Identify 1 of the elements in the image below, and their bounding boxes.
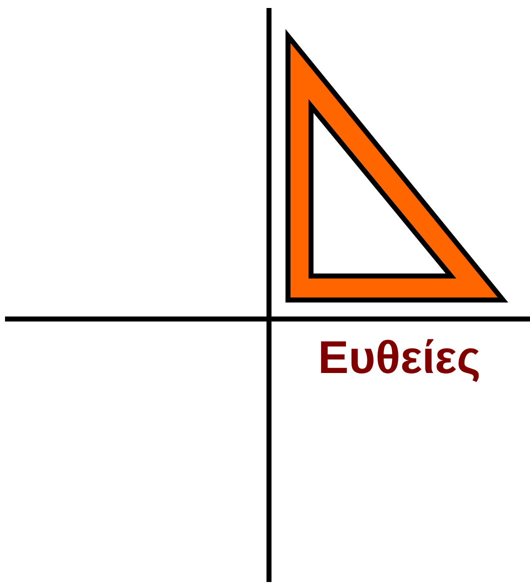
title-text: Ευθείες: [318, 330, 481, 384]
